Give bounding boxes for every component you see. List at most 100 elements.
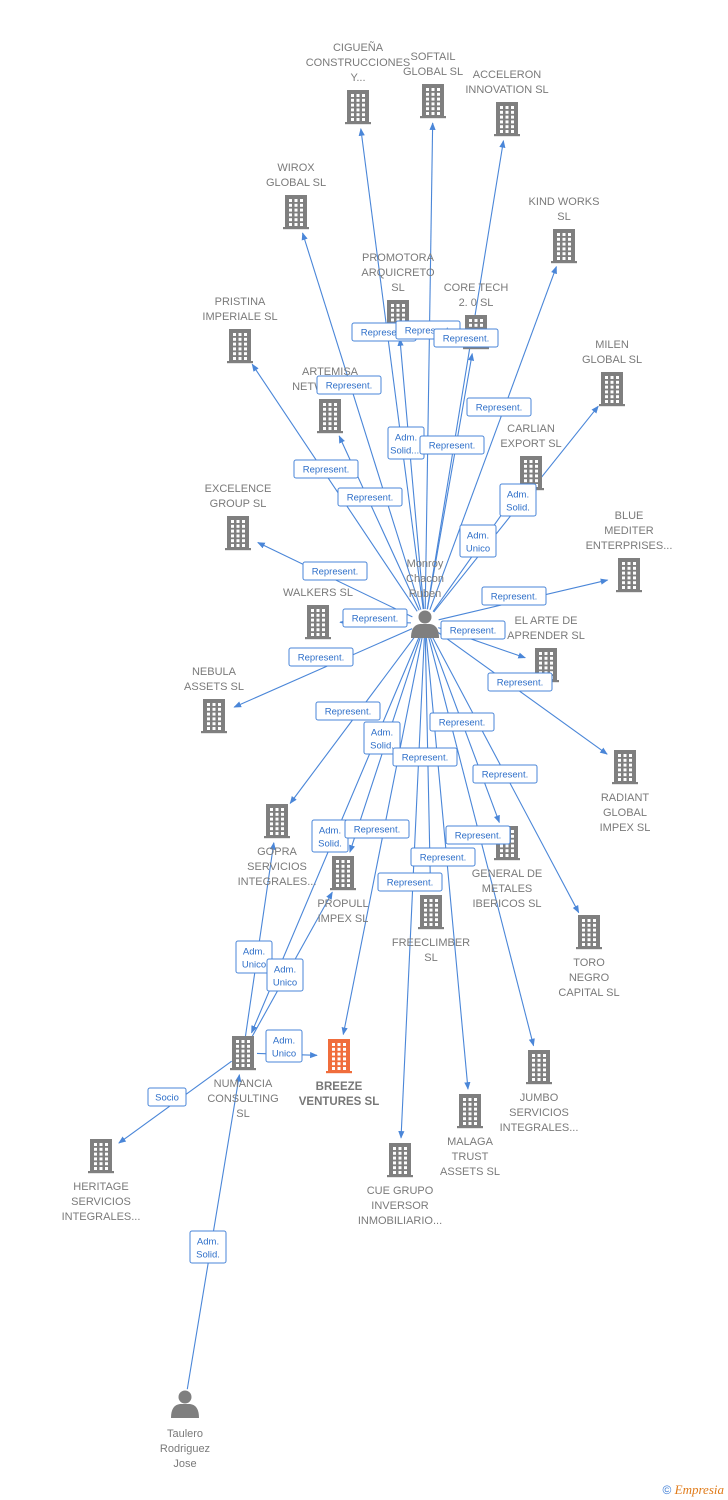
edge-label-17[interactable]: Represent.	[315, 701, 381, 721]
building-window	[402, 318, 405, 322]
building-window	[391, 304, 394, 307]
building-window	[500, 115, 503, 119]
edge-label-16[interactable]: Represent.	[487, 672, 553, 692]
edge-label-28[interactable]: Adm.Unico	[266, 958, 304, 992]
building-window	[281, 827, 284, 831]
building-window	[236, 1064, 239, 1067]
edge-label-box	[147, 1087, 187, 1107]
building-window	[610, 380, 614, 384]
edge-label-18[interactable]: Represent.	[429, 712, 495, 732]
building-window	[212, 707, 216, 711]
building-window	[435, 923, 438, 926]
edge-label-29[interactable]: Adm.Unico	[265, 1029, 303, 1063]
building-window	[334, 422, 337, 426]
edge-label-27[interactable]: Adm.Unico	[235, 940, 273, 974]
edge-label-2[interactable]: Represent.	[433, 328, 499, 348]
building-window	[247, 1059, 250, 1063]
building-window	[424, 913, 427, 917]
edge-label-19[interactable]: Adm.Solid.	[363, 721, 401, 755]
node-gopra[interactable]: GOPRASERVICIOSINTEGRALES...	[238, 804, 317, 888]
edge-label-7[interactable]: Represent.	[293, 459, 359, 479]
edge-label-text: Represent.	[361, 328, 407, 339]
edge-label-3[interactable]: Represent.	[316, 375, 382, 395]
edge-label-24[interactable]: Represent.	[445, 825, 511, 845]
node-heritage[interactable]: HERITAGESERVICIOSINTEGRALES...	[62, 1139, 141, 1223]
node-walkers[interactable]: WALKERS SL	[283, 587, 353, 640]
edge-label-20[interactable]: Represent.	[392, 747, 458, 767]
edge-label-31[interactable]: Adm.Solid.	[189, 1230, 227, 1264]
edge-label-text: Adm.	[371, 728, 393, 739]
edge-label-8[interactable]: Represent.	[337, 487, 403, 507]
building-window	[341, 860, 345, 863]
edge-label-21[interactable]: Represent.	[472, 764, 538, 784]
building-window	[275, 827, 279, 831]
edge-label-4[interactable]: Represent.	[466, 397, 532, 417]
building-window	[505, 854, 509, 857]
edge-label-30[interactable]: Socio	[147, 1087, 187, 1107]
building-window	[500, 854, 503, 857]
node-blue[interactable]: BLUEMEDITERENTERPRISES...	[586, 510, 673, 593]
edge-label-11[interactable]: Represent.	[302, 561, 368, 581]
building-window	[332, 1047, 335, 1051]
building-window	[550, 656, 553, 660]
building-base	[264, 836, 290, 839]
edge-label-9[interactable]: Adm.Solid.	[499, 483, 537, 517]
building-window	[396, 304, 400, 307]
building-window	[347, 869, 350, 873]
node-jumbo[interactable]: JUMBOSERVICIOSINTEGRALES...	[500, 1050, 579, 1134]
building-window	[398, 1147, 402, 1150]
edge-label-10[interactable]: Adm.Unico	[459, 524, 497, 558]
building-window	[622, 566, 625, 570]
edge-label-text: Represent.	[354, 825, 400, 836]
edge-label-14[interactable]: Represent.	[440, 620, 506, 640]
building-window	[587, 923, 591, 927]
building-window	[99, 1152, 103, 1156]
building-window	[393, 1151, 396, 1155]
footer-brand[interactable]: © Empresia	[662, 1482, 724, 1498]
building-window	[468, 1098, 472, 1101]
edge-label-text: Adm.	[197, 1237, 219, 1248]
edge-label-6[interactable]: Represent.	[419, 435, 485, 455]
node-cue[interactable]: CUE GRUPOINVERSORINMOBILIARIO...	[358, 1143, 442, 1227]
edge-label-12[interactable]: Represent.	[481, 586, 547, 606]
building-window	[623, 778, 627, 781]
building-window	[99, 1162, 103, 1166]
edge-label-5[interactable]: Adm.Solid....	[387, 426, 425, 460]
edge-label-25[interactable]: Represent.	[410, 847, 476, 867]
edge-label-22[interactable]: Adm.Solid.	[311, 819, 349, 853]
node-label: ARQUICRETO	[361, 267, 435, 279]
edge-label-26[interactable]: Represent.	[377, 872, 443, 892]
building-window	[532, 1054, 535, 1057]
building-window	[238, 333, 242, 336]
building-window	[105, 1167, 108, 1170]
edge-monroy-wirox	[301, 232, 422, 610]
edge-label-13[interactable]: Represent.	[342, 608, 408, 628]
building-window	[511, 125, 514, 129]
building-window	[94, 1143, 97, 1146]
building-window	[500, 844, 503, 848]
edge-label-15[interactable]: Represent.	[288, 647, 354, 667]
building-window	[505, 130, 509, 133]
node-cigue[interactable]: CIGUEÑACONSTRUCCIONESY...	[306, 41, 411, 125]
edge-label-23[interactable]: Represent.	[344, 819, 410, 839]
